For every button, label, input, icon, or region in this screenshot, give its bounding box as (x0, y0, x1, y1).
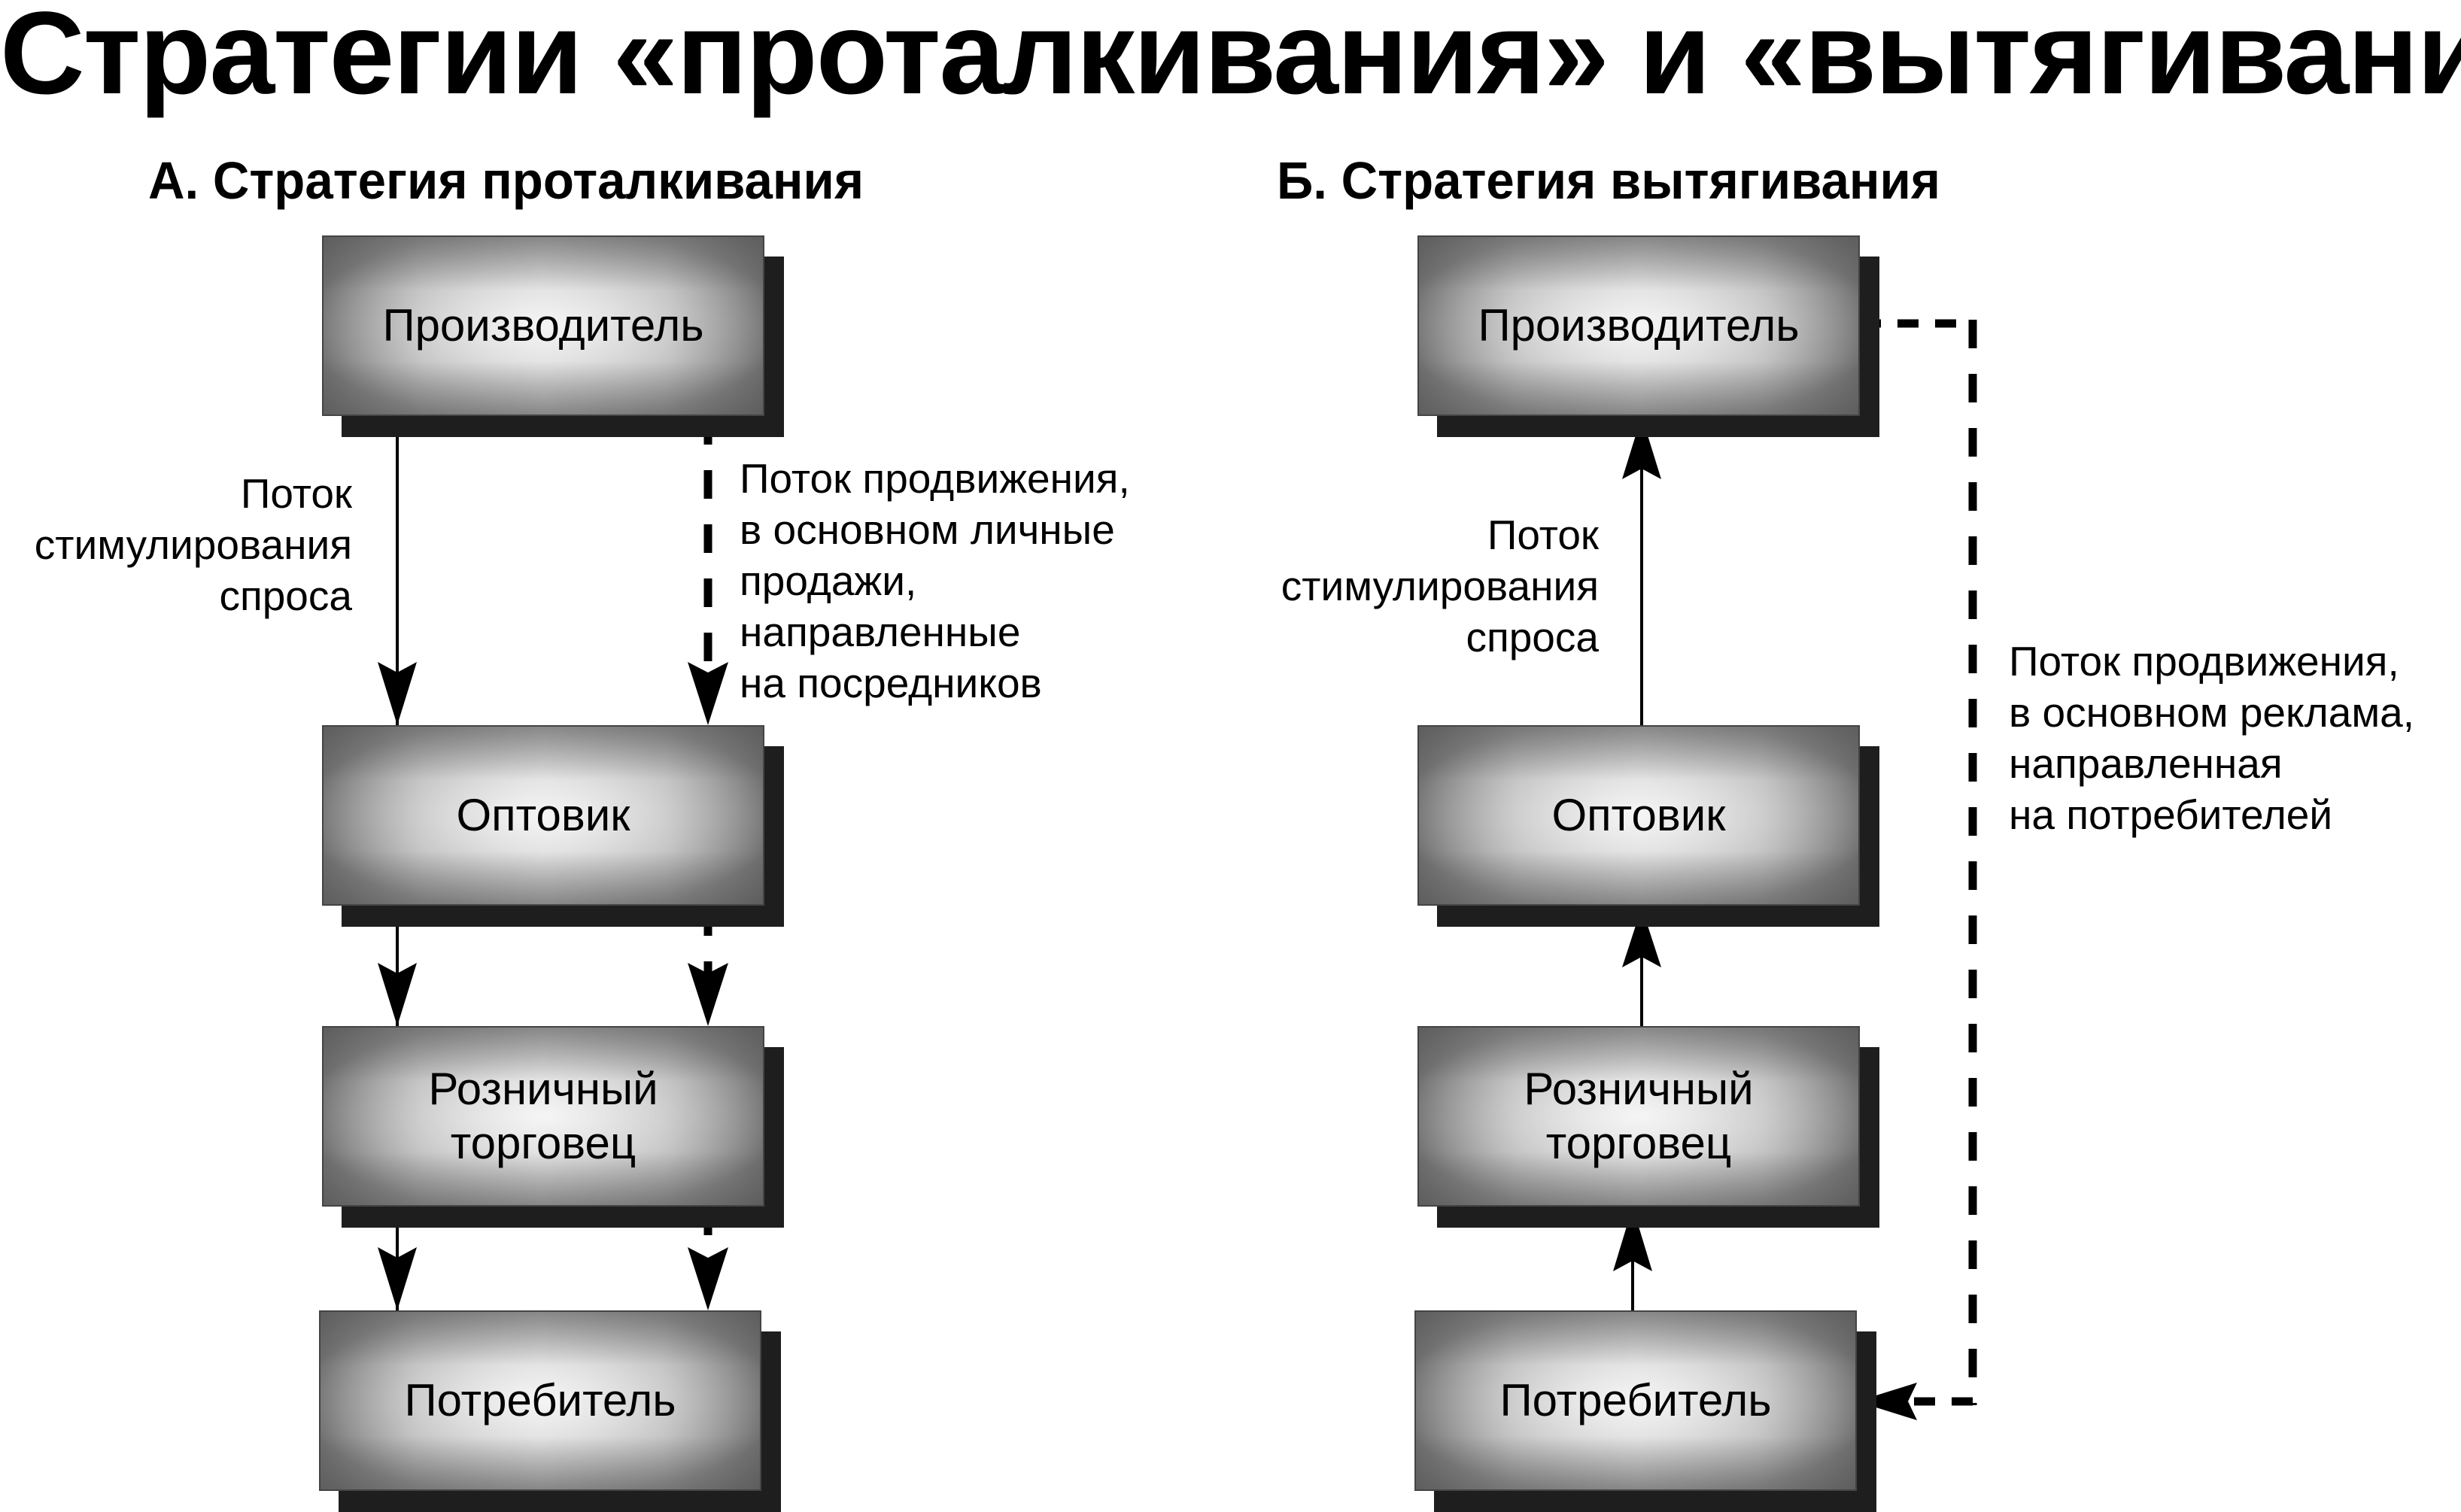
arrowhead-icon (1622, 416, 1661, 479)
push-strategy-heading: А. Стратегия проталкивания (148, 151, 864, 210)
push-node-producer: Производитель (322, 235, 784, 437)
node-label: Производитель (382, 300, 704, 351)
node-label: Потребитель (404, 1375, 676, 1425)
push-demand-flow-label: Поток стимулирования спроса (34, 470, 352, 619)
pull-promotion-flow-label: Поток продвижения, в основном реклама, н… (2009, 638, 2415, 838)
pull-node-wholesaler: Оптовик (1417, 725, 1879, 927)
push-promotion-flow-label: Поток продвижения, в основном личные про… (740, 455, 1130, 706)
pull-node-producer: Производитель (1417, 235, 1879, 437)
push-demand-flow (378, 416, 417, 1310)
pull-demand-flow-label: Поток стимулирования спроса (1281, 512, 1599, 660)
arrowhead-icon (688, 662, 728, 725)
arrowhead-icon (378, 963, 417, 1026)
push-node-consumer: Потребитель (319, 1310, 781, 1512)
arrowhead-icon (1857, 1383, 1917, 1420)
node-label: Потребитель (1499, 1375, 1772, 1425)
node-label: Розничный торговец (1524, 1064, 1754, 1168)
arrowhead-icon (688, 1247, 728, 1310)
pull-node-retailer: Розничный торговец (1417, 1026, 1879, 1228)
page-title: Стратегии «проталкивания» и «вытягивания… (0, 0, 2461, 119)
pull-node-consumer: Потребитель (1414, 1310, 1876, 1512)
pull-strategy-heading: Б. Стратегия вытягивания (1277, 151, 1940, 210)
arrowhead-icon (1613, 1207, 1652, 1271)
pull-demand-flow (1613, 416, 1661, 1310)
arrowhead-icon (378, 1247, 417, 1310)
node-label: Розничный торговец (428, 1064, 658, 1168)
push-node-retailer: Розничный торговец (322, 1026, 784, 1228)
node-label: Оптовик (1551, 790, 1726, 840)
arrowhead-icon (378, 662, 417, 725)
arrowhead-icon (688, 963, 728, 1026)
push-node-wholesaler: Оптовик (322, 725, 784, 927)
node-label: Производитель (1478, 300, 1800, 351)
arrowhead-icon (1622, 907, 1661, 967)
node-label: Оптовик (456, 790, 630, 840)
